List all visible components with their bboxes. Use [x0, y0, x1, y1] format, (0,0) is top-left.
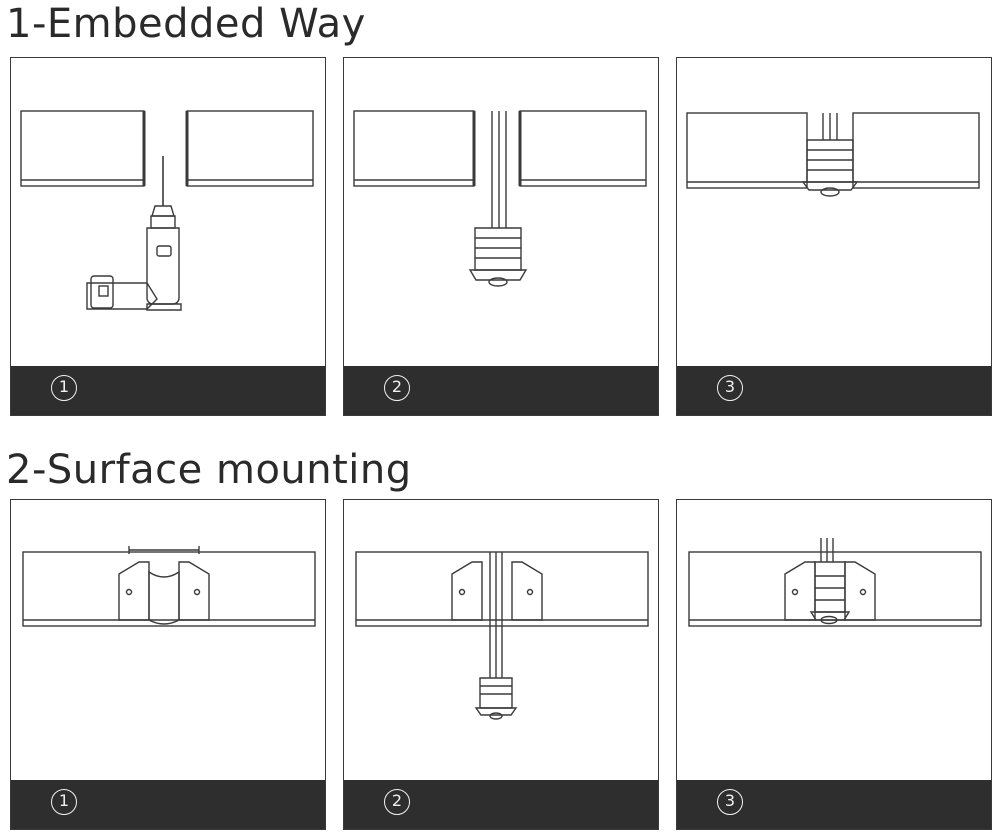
brackets-illustration — [22, 546, 316, 627]
step-bar: 3 — [677, 366, 991, 415]
light-lens — [474, 707, 518, 716]
bracket-left — [118, 561, 150, 621]
surface-step-2-panel: 2 — [343, 499, 659, 830]
light-wire-illustration — [353, 110, 647, 287]
embedded-step-2-panel: 2 — [343, 57, 659, 416]
step-number-1: 1 — [51, 789, 77, 815]
step-number-2: 2 — [384, 375, 410, 401]
surface-step-3-panel: 3 — [676, 499, 992, 830]
light-installed-illustration — [686, 112, 980, 197]
step-bar: 1 — [11, 780, 325, 829]
ceiling-board-right — [852, 112, 980, 189]
embedded-step-1-panel: 1 — [10, 57, 326, 416]
ceiling-board-right — [186, 110, 314, 187]
ceiling-board — [22, 551, 316, 627]
light-housing — [474, 227, 522, 271]
bracket-light-installed-illustration — [688, 538, 982, 627]
ceiling-board-left — [20, 110, 145, 187]
step-number-1: 1 — [51, 375, 77, 401]
drill-handle — [86, 282, 158, 310]
step-bar: 2 — [344, 366, 658, 415]
light-lens — [809, 611, 851, 621]
drill-body — [146, 227, 180, 305]
ceiling-board — [688, 551, 982, 627]
light-housing — [479, 677, 513, 709]
light-housing — [806, 139, 854, 183]
section-title-surface: 2-Surface mounting — [6, 447, 412, 493]
step-bar: 1 — [11, 366, 325, 415]
surface-step-1-panel: 1 — [10, 499, 326, 830]
light-lens — [468, 269, 528, 281]
bracket-light-wire-illustration — [355, 551, 649, 720]
step-bar: 2 — [344, 780, 658, 829]
bracket-left — [451, 561, 483, 621]
embedded-step-3-panel: 3 — [676, 57, 992, 416]
step-bar: 3 — [677, 780, 991, 829]
step-number-3: 3 — [717, 375, 743, 401]
drill-chuck — [151, 205, 175, 217]
light-housing — [814, 561, 846, 613]
ceiling-board-left — [353, 110, 475, 187]
step-number-3: 3 — [717, 789, 743, 815]
bracket-left — [784, 561, 816, 621]
light-lens — [801, 181, 859, 191]
bracket-right — [511, 561, 543, 621]
ceiling-board-left — [686, 112, 808, 189]
section-title-embedded: 1-Embedded Way — [6, 1, 366, 47]
ceiling-board-right — [519, 110, 647, 187]
step-number-2: 2 — [384, 789, 410, 815]
drill-illustration — [20, 110, 314, 311]
